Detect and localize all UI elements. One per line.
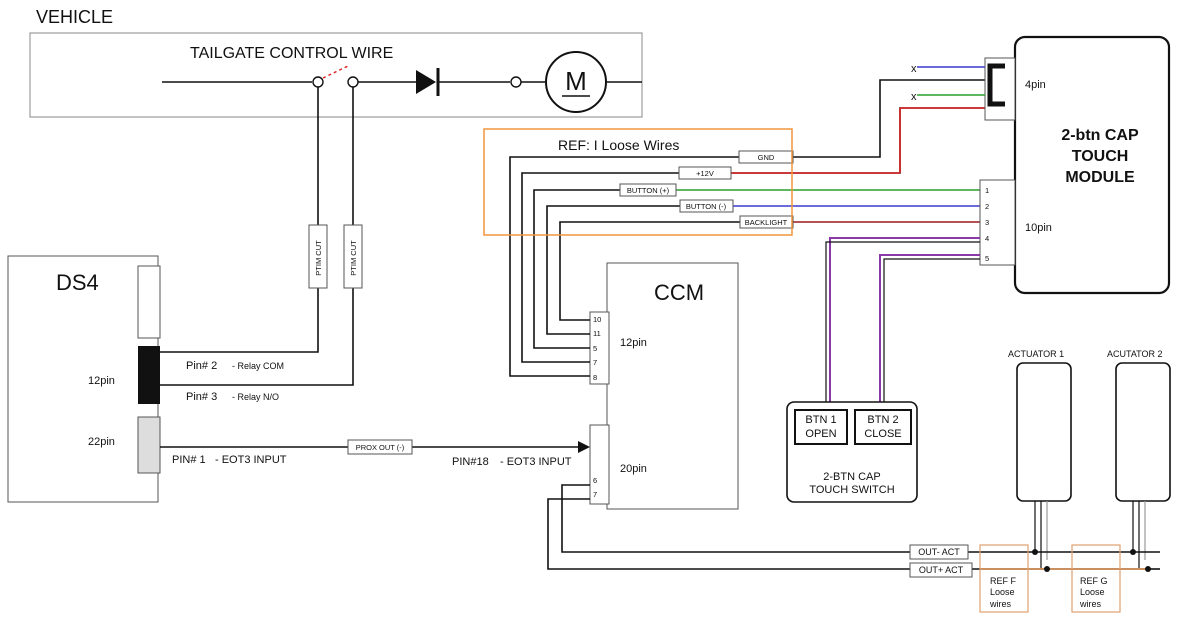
cut-mark-1: x [911, 63, 917, 75]
ref-loose-title: REF: I Loose Wires [558, 137, 679, 153]
pin3-desc: - Relay N/O [232, 392, 279, 402]
pin1-number: PIN# 1 [172, 454, 206, 466]
btn2-close [854, 409, 912, 445]
svg-text:OPEN: OPEN [805, 428, 836, 440]
switch-caption-line1: 2-BTN CAP [823, 471, 880, 483]
cut-wires [917, 66, 985, 96]
ds4-22pin-label: 22pin [88, 436, 115, 448]
svg-text:BTN 1: BTN 1 [805, 414, 836, 426]
module-pin-5: 5 [985, 254, 989, 263]
actuator1-box [1016, 362, 1072, 502]
module-title-line3: MODULE [1065, 169, 1135, 186]
module-10pin-label: 10pin [1025, 222, 1052, 234]
pin2-desc: - Relay COM [232, 361, 284, 371]
ds4-connector-top [137, 265, 161, 339]
relay-wires [158, 87, 354, 386]
svg-text:BTN 2: BTN 2 [867, 414, 898, 426]
ds4-box [7, 255, 159, 503]
ccm-pin-5: 5 [593, 344, 597, 353]
svg-text:CLOSE: CLOSE [864, 428, 901, 440]
module-pin-3: 3 [985, 218, 989, 227]
tailgate-label: TAILGATE CONTROL WIRE [190, 45, 393, 62]
out-pos-tag [909, 562, 973, 578]
ref-loose-wires-box [483, 128, 793, 236]
tag-gnd: GND [758, 153, 775, 162]
ccm-20pin-label: 20pin [620, 463, 647, 475]
ccm-box [606, 262, 739, 510]
pin2-number: Pin# 2 [186, 360, 217, 372]
btn1-open [794, 409, 848, 445]
tag-button-plus: BUTTON (+) [627, 186, 670, 195]
switch-caption-line2: TOUCH SWITCH [809, 484, 894, 496]
ref-f-box: REF F Loose wires [979, 544, 1029, 613]
ccm-pin-11: 11 [593, 329, 601, 338]
svg-text:Loose: Loose [990, 587, 1015, 597]
diode-symbol [416, 70, 436, 94]
motor-label: M [565, 66, 587, 96]
svg-text:OUT- ACT: OUT- ACT [918, 547, 960, 557]
svg-text:REF F: REF F [990, 576, 1017, 586]
svg-text:Loose: Loose [1080, 587, 1105, 597]
actuator-leads [1034, 501, 1146, 568]
svg-text:OUT+ ACT: OUT+ ACT [919, 565, 964, 575]
cut-mark-2: x [911, 91, 917, 103]
ccm-12pin-label: 12pin [620, 337, 647, 349]
loose-wires [509, 79, 985, 377]
actuator2-label: ACUTATOR 2 [1107, 349, 1163, 359]
ccm-pin-10: 10 [593, 315, 601, 324]
pin3-number: Pin# 3 [186, 391, 217, 403]
svg-text:PTIM CUT: PTIM CUT [314, 240, 323, 276]
ccm-20pin-connector [589, 424, 610, 505]
actuator2-box [1115, 362, 1171, 502]
tag-button-minus: BUTTON (-) [686, 202, 727, 211]
ccm-pin-7b: 7 [593, 490, 597, 499]
ref-g-box: REF G Loose wires [1071, 544, 1121, 613]
actuator1-label: ACTUATOR 1 [1008, 349, 1064, 359]
ptim-cut-2: PTIM CUT [343, 224, 363, 289]
tag-backlight: BACKLIGHT [745, 218, 788, 227]
ds4-22pin-connector [137, 416, 161, 474]
ccm-pin-8: 8 [593, 373, 597, 382]
svg-text:REF G: REF G [1080, 576, 1108, 586]
eot3-wire: PROX OUT (-) [160, 439, 590, 455]
svg-text:PTIM CUT: PTIM CUT [349, 240, 358, 276]
vehicle-box [29, 32, 643, 118]
module-pin-4: 4 [985, 234, 989, 243]
vehicle-label: VEHICLE [36, 7, 113, 27]
out-neg-tag [909, 544, 969, 560]
module-pin-1: 1 [985, 186, 989, 195]
pin18-number: PIN#18 [452, 456, 489, 468]
tailgate-wire: M [162, 51, 642, 113]
module-4pin-label: 4pin [1025, 79, 1046, 91]
prox-out-tag: PROX OUT (-) [356, 443, 405, 452]
ptim-cut-1: PTIM CUT [308, 224, 328, 289]
svg-text:wires: wires [989, 599, 1012, 609]
module-title-line2: TOUCH [1072, 148, 1129, 165]
ds4-title: DS4 [56, 270, 99, 295]
loose-wire-tags: GND +12V BUTTON (+) BUTTON (-) BACKLIGHT [619, 150, 794, 229]
touch-module-box [1013, 35, 1171, 295]
ccm-title: CCM [654, 280, 704, 305]
tag-12v: +12V [696, 169, 714, 178]
ccm-pin-7: 7 [593, 358, 597, 367]
module-pin-2: 2 [985, 202, 989, 211]
switch-wires [825, 237, 980, 415]
module-4pin-connector [984, 57, 1016, 121]
pin1-desc: - EOT3 INPUT [215, 454, 287, 466]
pin18-desc: - EOT3 INPUT [500, 456, 572, 468]
module-title-line1: 2-btn CAP [1061, 127, 1139, 144]
junction-dots [1032, 549, 1151, 572]
svg-text:wires: wires [1079, 599, 1102, 609]
relay-contact-dash [322, 65, 349, 79]
module-10pin-connector [979, 179, 1016, 266]
ds4-12pin-connector [138, 346, 160, 404]
ds4-12pin-label: 12pin [88, 375, 115, 387]
ccm-pin-6: 6 [593, 476, 597, 485]
